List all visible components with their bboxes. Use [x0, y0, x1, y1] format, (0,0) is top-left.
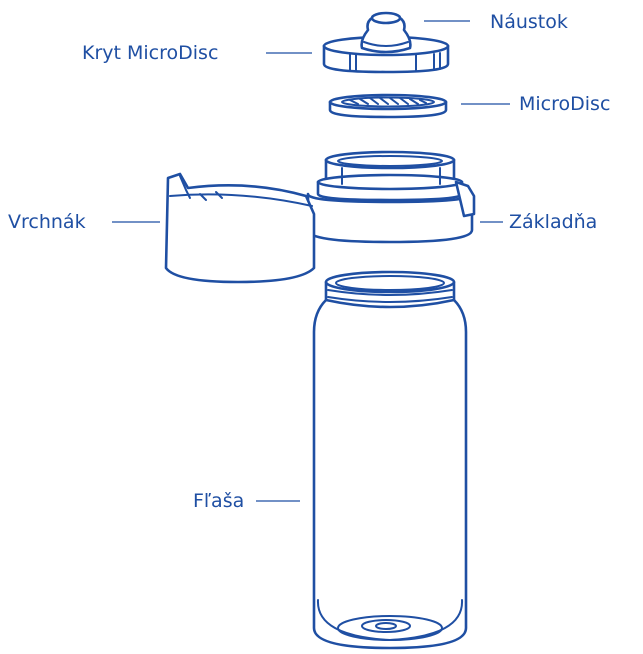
label-microdisc-cover: Kryt MicroDisc: [82, 42, 218, 64]
label-lid: Vrchnák: [8, 211, 86, 233]
bottle-part: [314, 272, 466, 648]
lid-part: [166, 174, 314, 282]
microdisc-part: [330, 95, 446, 117]
label-base: Základňa: [509, 211, 597, 233]
mouthpiece-part: [362, 13, 411, 52]
base-part: [308, 152, 474, 242]
label-mouthpiece: Náustok: [490, 11, 568, 33]
label-bottle: Fľaša: [193, 490, 244, 512]
label-microdisc: MicroDisc: [519, 93, 610, 115]
